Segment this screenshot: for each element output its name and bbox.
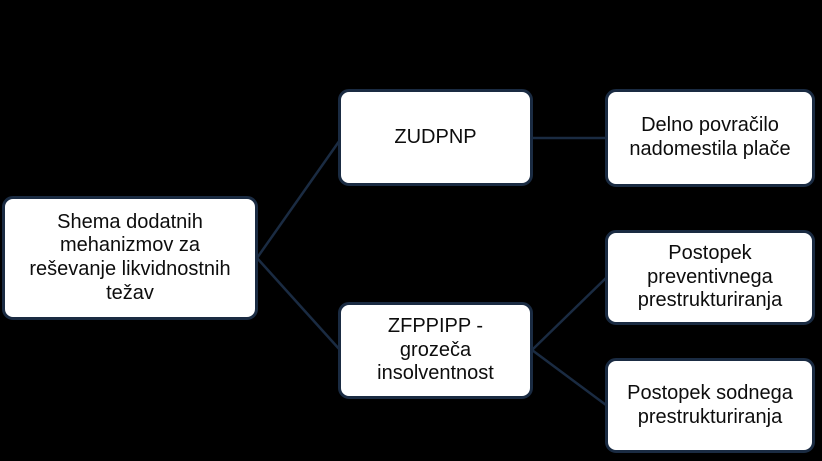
diagram-node-root: Shema dodatnih mehanizmov za reševanje l…: [2, 196, 258, 320]
connector-zfppipp-sodnega: [531, 348, 607, 407]
connector-zfppipp-preventivnega: [531, 277, 607, 351]
diagram-node-delno-povracilo: Delno povračilo nadomestila plače: [605, 89, 815, 187]
connector-root-zfppipp: [256, 257, 341, 351]
diagram-node-postopek-sodnega-label: Postopek sodnega prestrukturiranja: [627, 381, 793, 428]
diagram-node-root-label: Shema dodatnih mehanizmov za reševanje l…: [29, 210, 231, 304]
diagram-node-delno-povracilo-label: Delno povračilo nadomestila plače: [629, 114, 791, 160]
diagram-node-zfppipp: ZFPPIPP - grozeča insolventnost: [338, 302, 533, 399]
diagram-node-postopek-preventivnega-label: Postopek preventivnega prestrukturiranja: [637, 242, 783, 312]
connector-root-zudpnp: [255, 139, 342, 259]
diagram-node-zudpnp-label: ZUDPNP: [394, 125, 477, 148]
diagram-node-postopek-sodnega: Postopek sodnega prestrukturiranja: [605, 358, 815, 453]
diagram-node-zudpnp: ZUDPNP: [338, 89, 533, 186]
diagram-node-postopek-preventivnega: Postopek preventivnega prestrukturiranja: [605, 230, 815, 325]
diagram-node-zfppipp-label: ZFPPIPP - grozeča insolventnost: [377, 315, 494, 385]
